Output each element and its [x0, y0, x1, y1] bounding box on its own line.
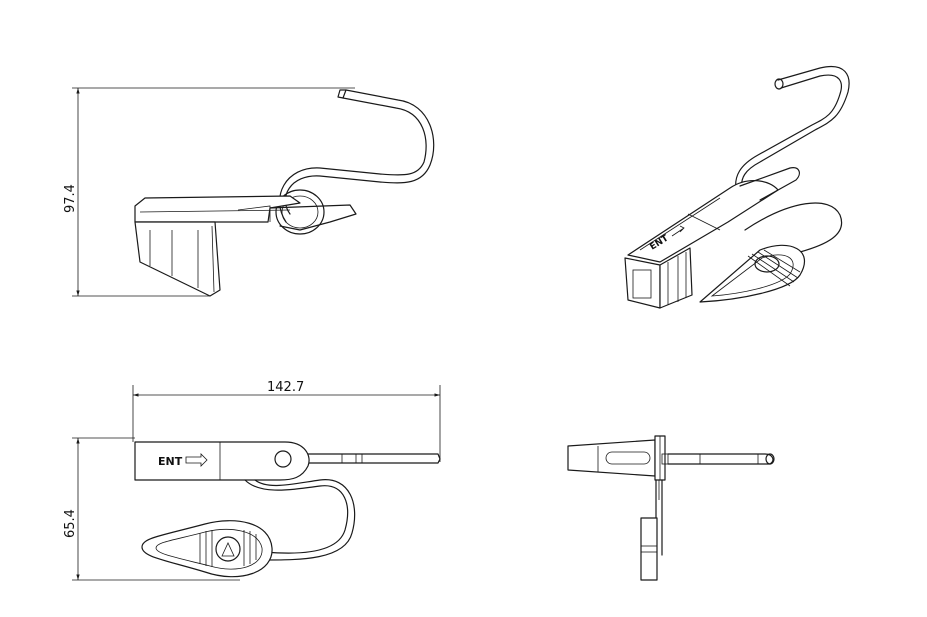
width-dimension-label: 65.4: [63, 509, 78, 538]
side-hook-wire: [284, 89, 435, 215]
isometric-view: ENT: [624, 66, 850, 309]
paddle-ribs: [199, 530, 257, 567]
iso-hook-wire: [740, 66, 850, 191]
side-clip-body: [134, 195, 301, 223]
front-clip-body: [567, 439, 656, 477]
length-dimension: 142.7: [132, 380, 441, 462]
top-view: 142.7 65.4 ENT: [63, 380, 441, 581]
top-clip-body: [134, 441, 310, 481]
side-view: 97.4: [63, 87, 435, 297]
top-logo-text: ENT: [158, 455, 183, 468]
length-dimension-label: 142.7: [267, 380, 304, 395]
iso-paddle: [699, 244, 806, 303]
height-dimension: 97.4: [63, 87, 355, 297]
front-rod: [667, 453, 774, 465]
top-rod: [299, 453, 441, 464]
height-dimension-label: 97.4: [63, 184, 78, 213]
front-paddle: [640, 517, 658, 581]
width-dimension: 65.4: [63, 437, 240, 581]
front-view: [567, 435, 775, 581]
top-paddle: [141, 520, 273, 578]
